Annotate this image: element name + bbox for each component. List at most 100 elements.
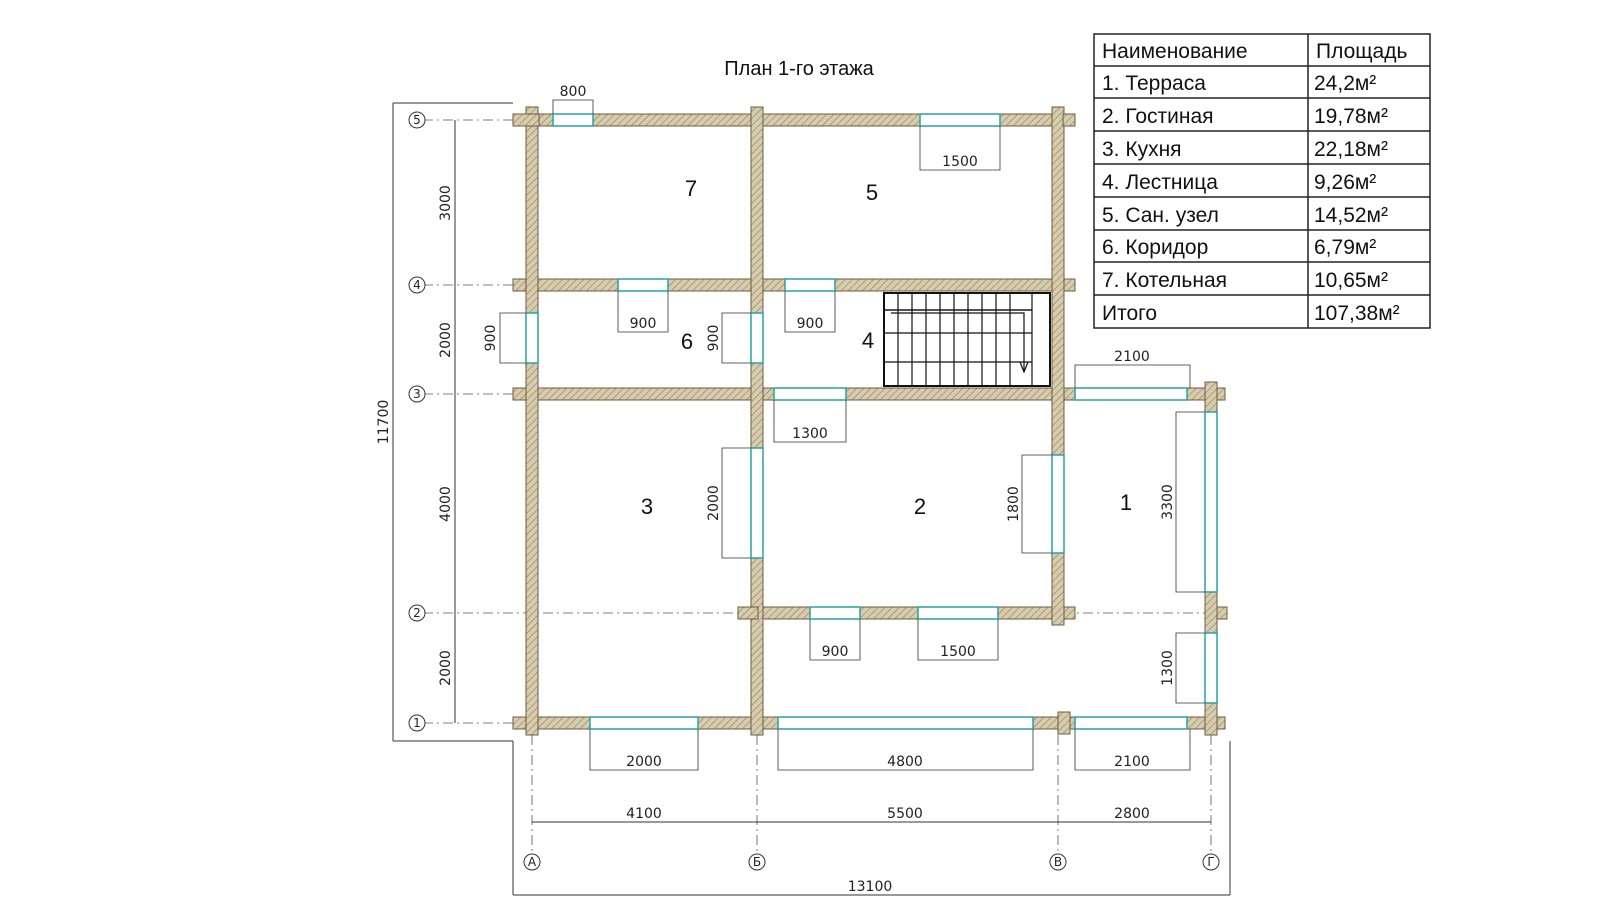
dim-bottom-4800: 4800 bbox=[887, 754, 923, 770]
axis-row-5: 5 bbox=[408, 111, 426, 129]
table-cell: 24,2м² bbox=[1314, 72, 1376, 95]
outline-dimension-lines bbox=[392, 102, 1231, 896]
table-cell: 19,78м² bbox=[1314, 105, 1388, 128]
table-cell: 1. Терраса bbox=[1102, 72, 1206, 95]
plan-title: План 1-го этажа bbox=[724, 58, 874, 80]
svg-text:5: 5 bbox=[413, 113, 421, 127]
room-label-5: 5 bbox=[866, 180, 878, 205]
room-labels: 1 2 3 4 5 6 7 bbox=[641, 176, 1132, 519]
dim-col-2800: 2800 bbox=[1114, 806, 1150, 822]
table-cell: 2. Гостиная bbox=[1102, 105, 1214, 128]
svg-text:В: В bbox=[1054, 855, 1062, 869]
table-cell: 3. Кухня bbox=[1102, 138, 1182, 161]
svg-text:1: 1 bbox=[413, 716, 421, 730]
opening-kitchen-2000 bbox=[750, 447, 764, 559]
room-label-1: 1 bbox=[1120, 490, 1132, 515]
axis-col-a: А bbox=[523, 853, 541, 871]
dim-col-4100: 4100 bbox=[626, 806, 662, 822]
dim-top-800: 800 bbox=[560, 84, 587, 100]
dim-bottom-1500: 1500 bbox=[940, 644, 976, 660]
room-label-6: 6 bbox=[681, 329, 693, 354]
dim-terrace-1300: 1300 bbox=[1160, 650, 1176, 686]
opening-mid-900 bbox=[750, 312, 764, 364]
dim-total-13100: 13100 bbox=[848, 879, 893, 895]
opening-terrace-1300 bbox=[1204, 632, 1218, 704]
dim-bottom-900: 900 bbox=[822, 644, 849, 660]
dim-row-2000a: 2000 bbox=[438, 322, 454, 358]
table-cell: 4. Лестница bbox=[1102, 171, 1218, 194]
room-label-4: 4 bbox=[862, 328, 874, 353]
axis-col-b: Б bbox=[748, 853, 766, 871]
dim-row-2000b: 2000 bbox=[438, 650, 454, 686]
axis-row-1: 1 bbox=[408, 714, 426, 732]
row-axis-markers: 5 4 3 2 1 bbox=[408, 111, 426, 732]
table-cell: 9,26м² bbox=[1314, 171, 1376, 194]
table-cell: 10,65м² bbox=[1314, 269, 1388, 292]
wall-axis3 bbox=[512, 387, 1226, 401]
opening-bottom-1500 bbox=[917, 606, 999, 620]
dim-terrace-2100: 2100 bbox=[1114, 349, 1150, 365]
dim-living-1300: 1300 bbox=[792, 426, 828, 442]
room-label-2: 2 bbox=[914, 494, 926, 519]
table-header-name: Наименование bbox=[1102, 40, 1248, 63]
svg-text:Г: Г bbox=[1207, 855, 1214, 869]
opening-bottom-2000 bbox=[589, 716, 699, 730]
dim-corridor-900: 900 bbox=[630, 316, 657, 332]
table-cell: 6,79м² bbox=[1314, 236, 1376, 259]
opening-corridor-900 bbox=[617, 278, 669, 292]
area-table: Наименование Площадь 1. Терраса 24,2м² 2… bbox=[1093, 33, 1431, 329]
opening-living-1300 bbox=[773, 387, 847, 401]
dim-living-1800: 1800 bbox=[1006, 486, 1022, 522]
table-cell: 6. Коридор bbox=[1102, 236, 1208, 259]
axis-col-g: Г bbox=[1202, 853, 1220, 871]
opening-living-1800 bbox=[1051, 454, 1065, 554]
opening-room5-1500 bbox=[919, 113, 1001, 127]
wall-axis2 bbox=[737, 606, 1076, 620]
dimension-labels: 800 1500 900 900 1300 2100 900 1500 2000… bbox=[376, 84, 1176, 895]
svg-text:2: 2 bbox=[413, 606, 421, 620]
dim-stair-900: 900 bbox=[797, 316, 824, 332]
wall-col-b bbox=[750, 106, 764, 736]
dim-mid-900: 900 bbox=[706, 325, 722, 352]
opening-bottom-2100 bbox=[1074, 716, 1188, 730]
svg-text:Б: Б bbox=[753, 855, 761, 869]
opening-bottom-900 bbox=[809, 606, 861, 620]
dim-kitchen-2000: 2000 bbox=[706, 485, 722, 521]
opening-stair-900 bbox=[784, 278, 836, 292]
openings bbox=[525, 113, 1218, 730]
axis-col-v: В bbox=[1049, 853, 1067, 871]
svg-text:4: 4 bbox=[413, 278, 421, 292]
table-cell: 7. Котельная bbox=[1102, 269, 1227, 292]
dim-terrace-3300: 3300 bbox=[1160, 484, 1176, 520]
room-label-3: 3 bbox=[641, 494, 653, 519]
opening-terrace-3300 bbox=[1204, 411, 1218, 593]
opening-terrace-2100 bbox=[1074, 387, 1188, 401]
table-cell: Итого bbox=[1102, 302, 1157, 325]
opening-left-900 bbox=[525, 312, 539, 364]
dim-bottom-2000: 2000 bbox=[626, 754, 662, 770]
table-cell: 5. Сан. узел bbox=[1102, 204, 1219, 227]
axis-row-2: 2 bbox=[408, 604, 426, 622]
dim-row-4000: 4000 bbox=[438, 486, 454, 522]
table-header-area: Площадь bbox=[1316, 40, 1407, 63]
col-axis-markers: А Б В Г bbox=[523, 853, 1220, 871]
axis-row-4: 4 bbox=[408, 276, 426, 294]
dim-col-5500: 5500 bbox=[887, 806, 923, 822]
wall-col-a bbox=[525, 106, 539, 736]
dim-row-3000: 3000 bbox=[438, 185, 454, 221]
staircase bbox=[883, 292, 1051, 387]
dim-total-11700: 11700 bbox=[376, 400, 392, 445]
table-cell: 107,38м² bbox=[1314, 302, 1400, 325]
table-cell: 22,18м² bbox=[1314, 138, 1388, 161]
axis-row-3: 3 bbox=[408, 385, 426, 403]
dim-left-900: 900 bbox=[483, 325, 499, 352]
dim-bottom-2100: 2100 bbox=[1114, 754, 1150, 770]
room-label-7: 7 bbox=[685, 176, 697, 201]
dimension-extension-lines bbox=[499, 99, 1205, 771]
table-cell: 14,52м² bbox=[1314, 204, 1388, 227]
opening-bottom-4800 bbox=[777, 716, 1034, 730]
svg-text:3: 3 bbox=[413, 387, 421, 401]
dim-room5-1500: 1500 bbox=[942, 154, 978, 170]
svg-text:А: А bbox=[528, 855, 537, 869]
